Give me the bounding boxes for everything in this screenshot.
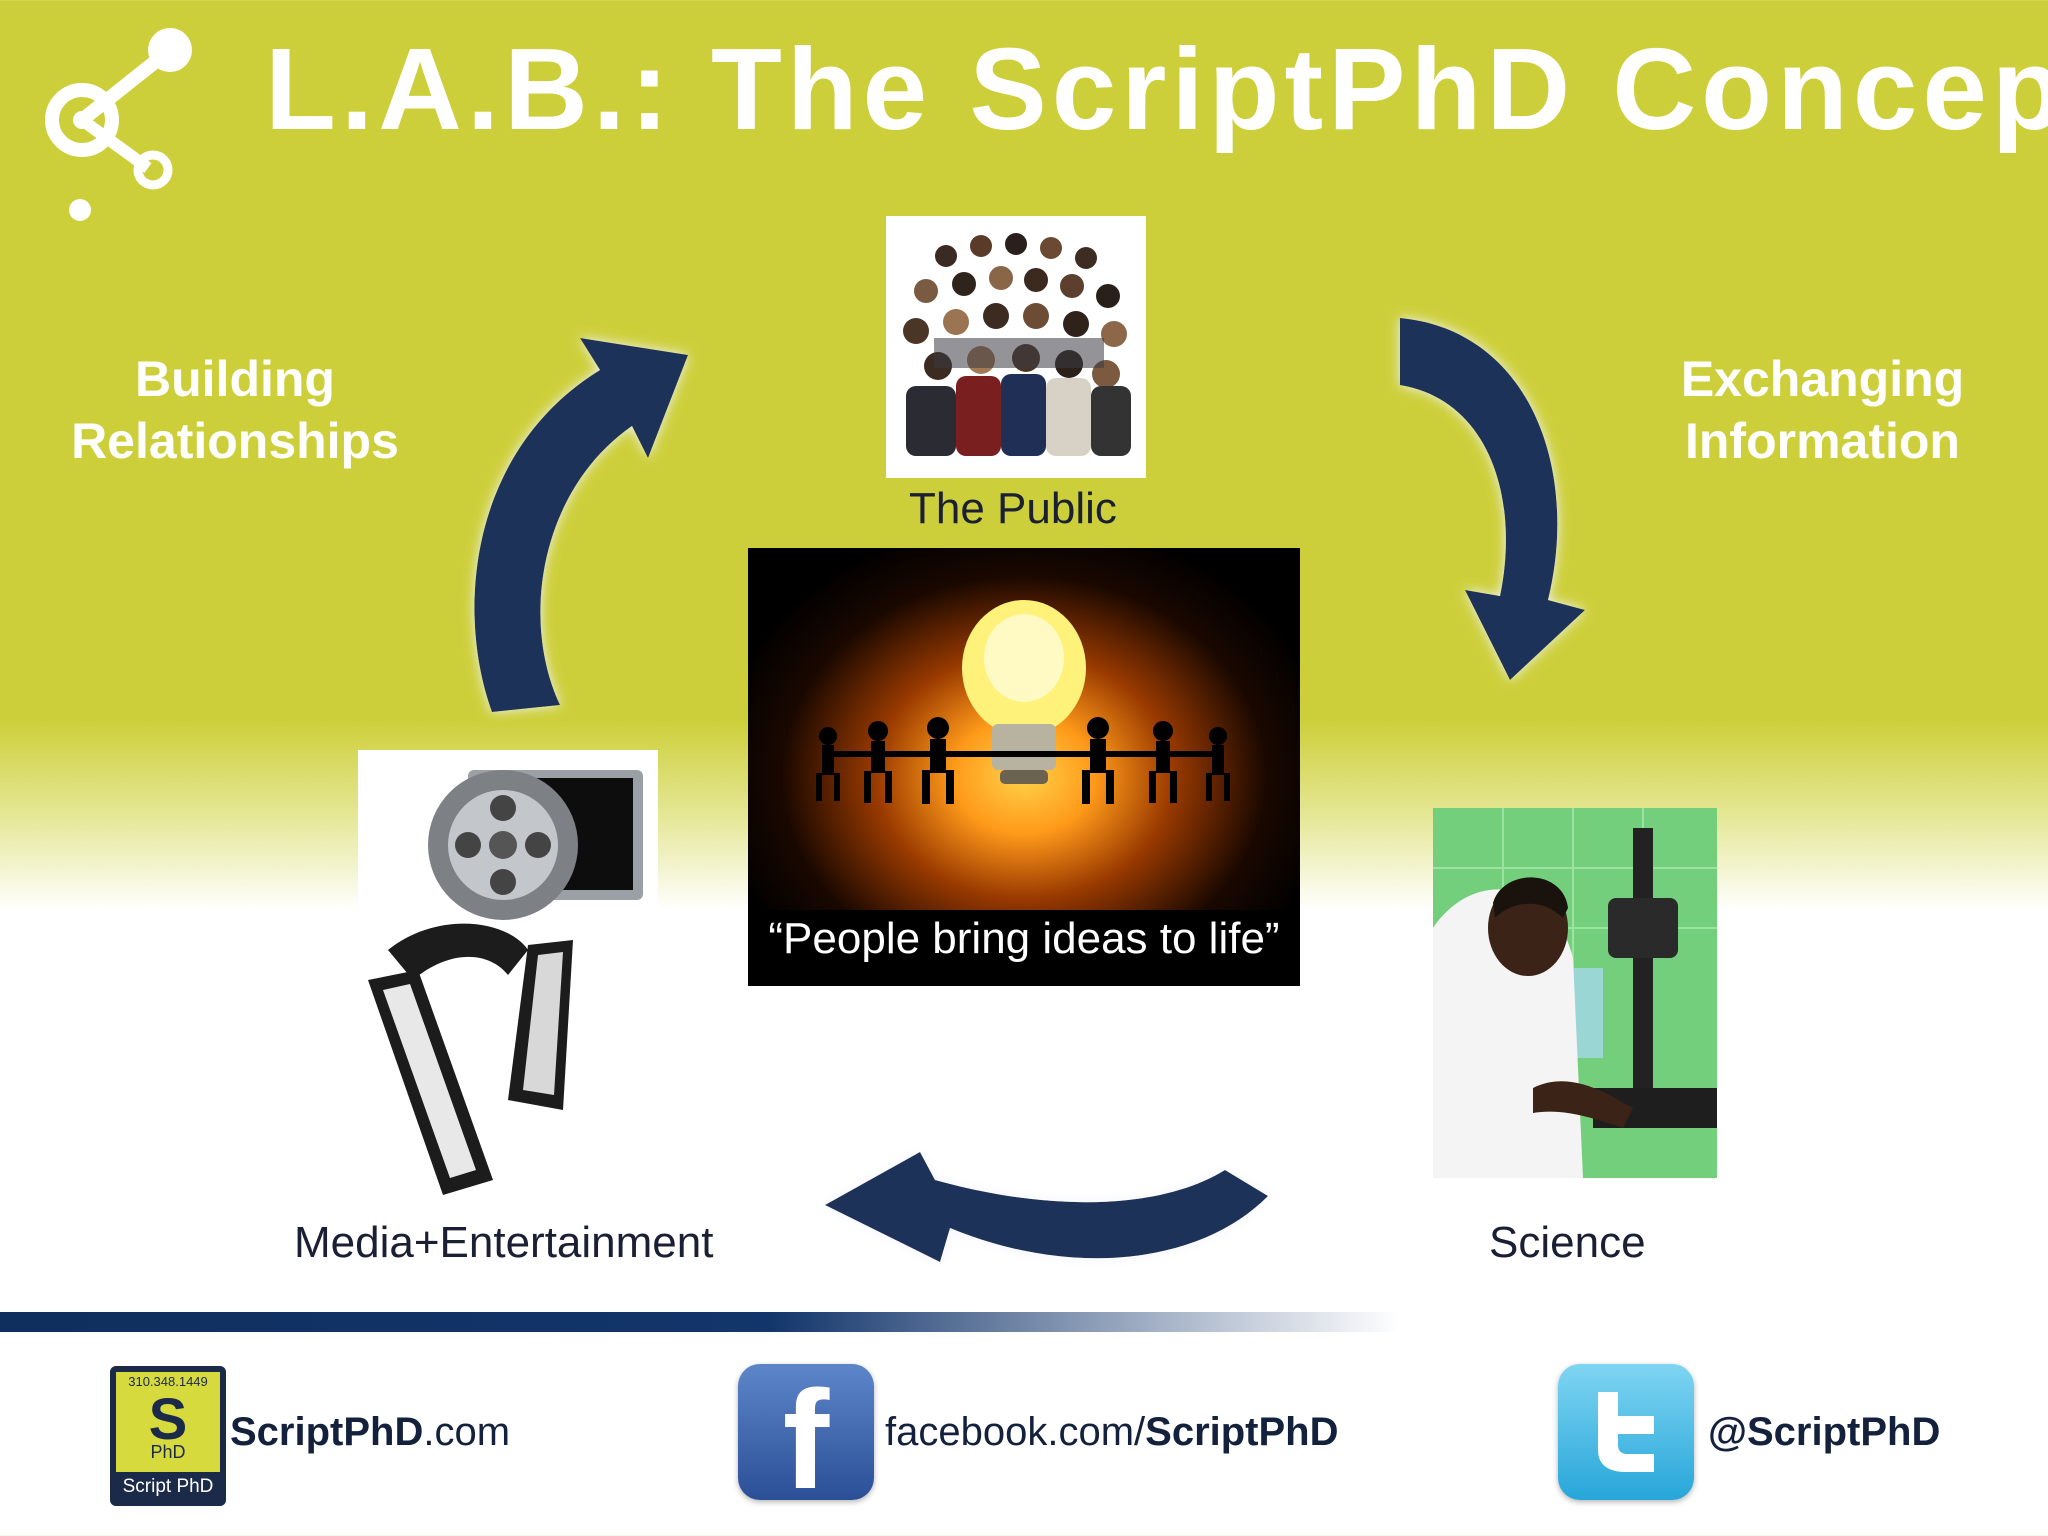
twitter-icon[interactable] bbox=[1558, 1364, 1694, 1500]
scriptphd-logo[interactable]: 310.348.1449 S PhD Script PhD bbox=[110, 1366, 226, 1506]
node-label-public: The Public bbox=[909, 484, 1117, 533]
node-label-media: Media+Entertainment bbox=[294, 1218, 714, 1267]
arrow-exchanging-information bbox=[1400, 318, 1585, 680]
science-microscope-image bbox=[1433, 808, 1717, 1178]
cycle-arrows bbox=[474, 318, 1585, 1262]
media-film-image bbox=[358, 750, 658, 1210]
center-lightbulb-image: “People bring ideas to life” bbox=[748, 548, 1300, 986]
label-building-relationships: Building Relationships bbox=[71, 351, 399, 469]
public-crowd-image bbox=[886, 216, 1146, 478]
page-title: L.A.B.: The ScriptPhD Concept bbox=[265, 24, 2048, 154]
label-exchanging-information: Exchanging Information bbox=[1680, 351, 1965, 469]
footer-divider bbox=[0, 1312, 1400, 1332]
facebook-icon[interactable]: f bbox=[738, 1364, 874, 1510]
website-link[interactable]: ScriptPhD.com bbox=[230, 1410, 511, 1454]
facebook-link[interactable]: facebook.com/ScriptPhD bbox=[885, 1410, 1339, 1454]
arrow-building-relationships bbox=[474, 338, 688, 712]
arrow-science-to-media bbox=[825, 1152, 1268, 1262]
molecule-logo-icon bbox=[45, 28, 192, 221]
twitter-handle[interactable]: @ScriptPhD bbox=[1708, 1410, 1941, 1454]
center-caption: “People bring ideas to life” bbox=[768, 914, 1280, 963]
node-label-science: Science bbox=[1489, 1218, 1646, 1267]
